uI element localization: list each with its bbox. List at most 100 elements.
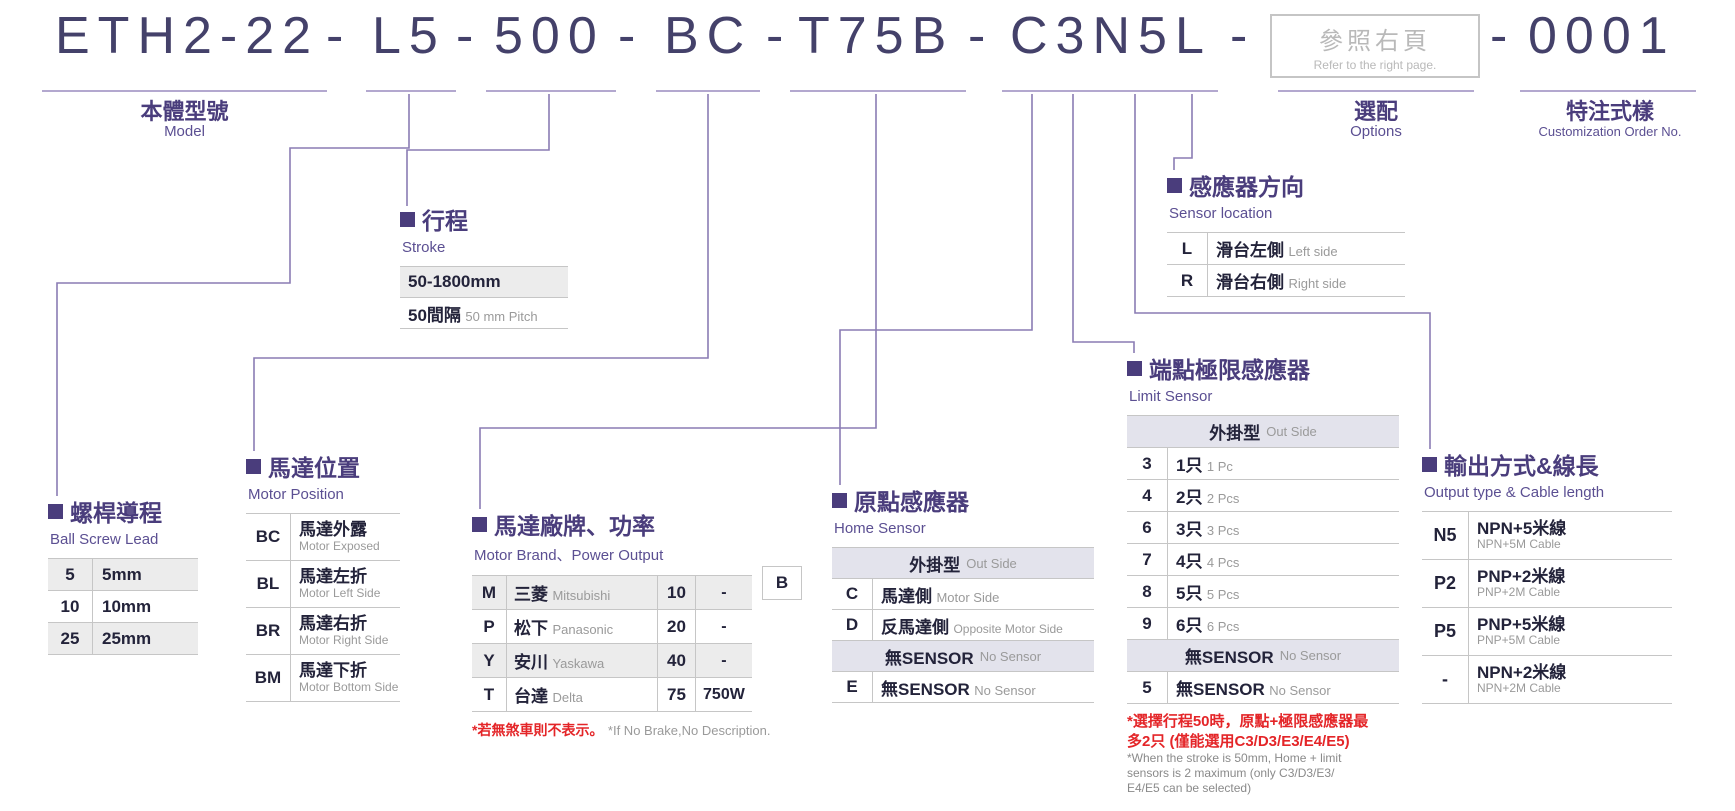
table-row: 3 1只 1 Pc <box>1127 448 1399 480</box>
row-code: P5 <box>1422 608 1469 655</box>
footnote-en: *If No Brake,No Description. <box>607 723 771 738</box>
row-desc: 馬達下折 Motor Bottom Side <box>291 658 406 697</box>
brand-zh: 三菱 <box>514 585 548 604</box>
row-zh: 4只 <box>1176 552 1203 571</box>
power-code: 75 <box>657 678 695 711</box>
row-desc: NPN+2米線 NPN+2M Cable <box>1469 660 1574 699</box>
code-segment-motor-position: BC <box>664 7 753 65</box>
table-row: 4 2只 2 Pcs <box>1127 480 1399 512</box>
brand-zh: 台達 <box>514 687 548 706</box>
table-row: BC 馬達外露 Motor Exposed <box>246 514 400 561</box>
group-zh: 無SENSOR <box>884 648 974 668</box>
table-row: R 滑台右側 Right side <box>1167 265 1405 297</box>
row-en: NPN+5M Cable <box>1477 537 1561 552</box>
home-sensor-table: 外掛型 Out Side C 馬達側 Motor Side D 反馬達側 Opp… <box>832 547 1094 703</box>
bullet-square-icon <box>1127 360 1142 376</box>
row-en: Right side <box>1288 276 1347 291</box>
connector-lead <box>56 94 410 496</box>
row-zh: 馬達左折 <box>299 567 367 587</box>
row-zh: 馬達側 <box>881 586 932 606</box>
connector-home-sensor <box>839 94 1033 485</box>
row-code: 10 <box>48 591 93 622</box>
row-en: 5 Pcs <box>1206 587 1240 602</box>
section-title: 行程 <box>400 202 568 236</box>
row-code: 6 <box>1127 512 1168 543</box>
row-zh: 無SENSOR <box>1176 680 1265 699</box>
code-dash: - <box>1490 7 1516 65</box>
row-en: 4 Pcs <box>1206 555 1240 570</box>
row-code: BL <box>246 561 291 607</box>
brand-zh: 松下 <box>514 619 548 638</box>
options-placeholder-en: Refer to the right page. <box>1313 57 1437 72</box>
code-underline <box>790 90 966 92</box>
footnote-zh: *若無煞車則不表示。 <box>472 722 604 738</box>
code-underline <box>366 90 456 92</box>
row-value: 10mm <box>102 596 152 616</box>
row-desc: 無SENSOR No Sensor <box>1168 675 1331 700</box>
code-dash: - <box>326 7 352 65</box>
table-row: 6 3只 3 Pcs <box>1127 512 1399 544</box>
brand-en: Mitsubishi <box>552 588 611 603</box>
row-zh: 滑台左側 <box>1216 241 1284 260</box>
table-row: L 滑台左側 Left side <box>1167 233 1405 265</box>
row-zh: 6只 <box>1176 616 1203 635</box>
table-row: D 反馬達側 Opposite Motor Side <box>832 610 1094 641</box>
section-title-text: 原點感應器 <box>854 489 969 515</box>
row-desc: 無SENSOR No Sensor <box>873 675 1036 700</box>
section-title-text: 輸出方式&線長 <box>1444 453 1599 479</box>
table-row: 5 無SENSOR No Sensor <box>1127 672 1399 704</box>
sensor-location-table: L 滑台左側 Left side R 滑台右側 Right side <box>1167 232 1405 297</box>
row-code: L <box>1167 233 1208 264</box>
table-row: C 馬達側 Motor Side <box>832 579 1094 610</box>
section-title: 輸出方式&線長 <box>1422 447 1672 481</box>
row-brand: 安川 Yaskawa <box>507 648 657 673</box>
table-row: Y 安川 Yaskawa 40 - <box>472 644 752 678</box>
section-subtitle: Motor Position <box>248 486 344 503</box>
section-title: 馬達位置 <box>246 449 400 483</box>
row-zh: 反馬達側 <box>881 617 949 637</box>
section-output-type: 輸出方式&線長 Output type & Cable length N5 NP… <box>1422 447 1672 704</box>
brand-zh: 安川 <box>514 653 548 672</box>
footnote-en-line: E4/E5 can be selected) <box>1127 781 1252 795</box>
row-brand: 台達 Delta <box>507 682 657 707</box>
row-code: BM <box>246 655 291 701</box>
power-code: 20 <box>657 610 695 643</box>
table-row: BL 馬達左折 Motor Left Side <box>246 561 400 608</box>
pitch-zh: 50間隔 <box>408 305 461 325</box>
limit-sensor-table: 外掛型 Out Side 3 1只 1 Pc 4 2只 2 Pcs 6 <box>1127 415 1399 704</box>
section-sensor-location: 感應器方向 Sensor location L 滑台左側 Left side R… <box>1167 168 1405 297</box>
row-desc: 滑台右側 Right side <box>1208 268 1346 293</box>
section-title-text: 馬達位置 <box>268 455 360 481</box>
section-subtitle: Motor Brand、Power Output <box>474 547 664 564</box>
group-en: No Sensor <box>1279 648 1342 663</box>
ball-screw-table: 5 5mm 10 10mm 25 25mm <box>48 558 198 655</box>
table-row: BR 馬達右折 Motor Right Side <box>246 608 400 655</box>
brake-code-cell: B <box>762 566 802 600</box>
output-type-table: N5 NPN+5米線 NPN+5M Cable P2 PNP+2米線 PNP+2… <box>1422 511 1672 704</box>
section-subtitle: Output type & Cable length <box>1424 484 1605 501</box>
row-code: P2 <box>1422 560 1469 607</box>
footnote-en-line: *When the stroke is 50mm, Home + limit <box>1127 751 1342 765</box>
row-code: 3 <box>1127 448 1168 479</box>
section-title-text: 馬達廠牌、功率 <box>494 513 655 539</box>
table-row: 8 5只 5 Pcs <box>1127 576 1399 608</box>
row-en: 3 Pcs <box>1206 523 1240 538</box>
row-en: Opposite Motor Side <box>953 621 1063 636</box>
row-value: 25mm <box>102 628 152 648</box>
row-zh: 5只 <box>1176 584 1203 603</box>
motor-position-table: BC 馬達外露 Motor Exposed BL 馬達左折 Motor Left… <box>246 513 400 702</box>
row-en: 1 Pc <box>1206 459 1233 474</box>
section-limit-sensor: 端點極限感應器 Limit Sensor 外掛型 Out Side 3 1只 1… <box>1127 351 1407 796</box>
row-desc: 2只 2 Pcs <box>1168 483 1239 508</box>
table-row: 10 10mm <box>48 591 198 623</box>
bullet-square-icon <box>400 211 415 227</box>
row-desc: 5只 5 Pcs <box>1168 579 1239 604</box>
group-zh: 外掛型 <box>1209 424 1261 443</box>
row-code: 5 <box>1127 672 1168 703</box>
row-desc: 馬達外露 Motor Exposed <box>291 517 388 556</box>
table-row: 50-1800mm <box>400 267 568 298</box>
row-zh: 馬達右折 <box>299 614 367 634</box>
row-code: - <box>1422 656 1469 703</box>
label-custom-zh: 特注式樣 <box>1565 99 1654 124</box>
row-en: No Sensor <box>1269 683 1331 698</box>
